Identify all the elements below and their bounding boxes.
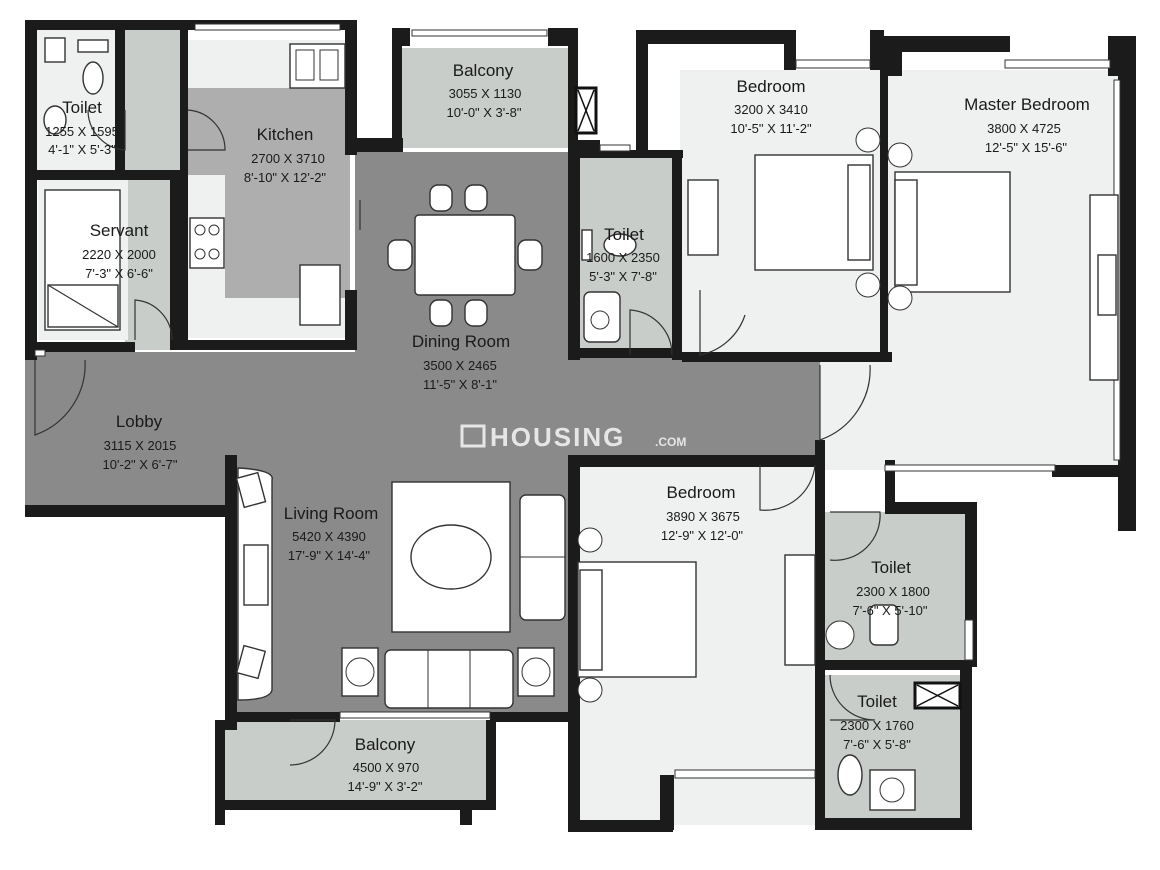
room-name: Kitchen	[257, 125, 314, 144]
room-balcony-top: Balcony 3055 X 1130 10'-0" X 3'-8"	[447, 61, 522, 120]
room-name: Toilet	[604, 225, 644, 244]
room-bedroom-top: Bedroom 3200 X 3410 10'-5" X 11'-2"	[730, 77, 812, 136]
floor-fills	[25, 30, 1120, 825]
room-size-mm: 3115 X 2015	[104, 438, 177, 453]
room-size-mm: 3800 X 4725	[987, 121, 1061, 136]
room-lobby: Lobby 3115 X 2015 10'-2" X 6'-7"	[103, 412, 178, 472]
watermark-text: HOUSING	[490, 422, 625, 452]
room-toilet-right-1: Toilet 2300 X 1800 7'-6" X 5'-10"	[853, 558, 930, 618]
room-name: Dining Room	[412, 332, 510, 351]
room-size-mm: 5420 X 4390	[292, 529, 366, 544]
room-size-ft: 11'-5" X 8'-1"	[423, 377, 497, 392]
room-name: Balcony	[355, 735, 416, 754]
room-name: Bedroom	[737, 77, 806, 96]
room-size-mm: 2300 X 1800	[856, 584, 930, 599]
room-name: Toilet	[857, 692, 897, 711]
room-master-bedroom: Master Bedroom 3800 X 4725 12'-5" X 15'-…	[964, 95, 1090, 155]
room-size-ft: 4'-1" X 5'-3"	[48, 142, 116, 157]
room-size-mm: 2300 X 1760	[840, 718, 914, 733]
room-size-mm: 4500 X 970	[353, 760, 420, 775]
furniture	[43, 37, 1119, 811]
room-size-ft: 12'-5" X 15'-6"	[985, 140, 1068, 155]
room-balcony-bottom: Balcony 4500 X 970 14'-9" X 3'-2"	[348, 735, 423, 794]
watermark-suffix: .COM	[655, 435, 686, 449]
room-name: Living Room	[284, 504, 379, 523]
room-size-mm: 3890 X 3675	[666, 509, 740, 524]
room-name: Lobby	[116, 412, 163, 431]
room-name: Toilet	[871, 558, 911, 577]
room-name: Servant	[90, 221, 149, 240]
watermark: HOUSING .COM	[460, 422, 686, 452]
room-size-ft: 12'-9" X 12'-0"	[661, 528, 744, 543]
room-name: Balcony	[453, 61, 514, 80]
room-size-ft: 8'-10" X 12'-2"	[244, 170, 327, 185]
room-bedroom-lower: Bedroom 3890 X 3675 12'-9" X 12'-0"	[661, 483, 744, 543]
room-size-ft: 10'-5" X 11'-2"	[730, 121, 812, 136]
room-labels: Toilet 1255 X 1595 4'-1" X 5'-3" Kitchen…	[45, 61, 1090, 794]
room-living: Living Room 5420 X 4390 17'-9" X 14'-4"	[284, 504, 379, 563]
room-size-mm: 1255 X 1595	[45, 124, 119, 139]
room-size-ft: 17'-9" X 14'-4"	[288, 548, 371, 563]
room-size-ft: 10'-2" X 6'-7"	[103, 457, 178, 472]
doors	[34, 109, 881, 766]
room-size-ft: 5'-3" X 7'-8"	[589, 269, 657, 284]
room-servant: Servant 2220 X 2000 7'-3" X 6'-6"	[82, 221, 156, 281]
room-size-mm: 3055 X 1130	[449, 86, 522, 101]
room-size-mm: 3500 X 2465	[423, 358, 497, 373]
room-name: Toilet	[62, 98, 102, 117]
room-size-mm: 2700 X 3710	[251, 151, 325, 166]
room-name: Bedroom	[667, 483, 736, 502]
room-size-mm: 2220 X 2000	[82, 247, 156, 262]
room-kitchen: Kitchen 2700 X 3710 8'-10" X 12'-2"	[244, 125, 327, 185]
room-size-ft: 14'-9" X 3'-2"	[348, 779, 423, 794]
walls	[25, 20, 1136, 832]
room-name: Master Bedroom	[964, 95, 1090, 114]
room-size-mm: 1600 X 2350	[586, 250, 660, 265]
room-dining: Dining Room 3500 X 2465 11'-5" X 8'-1"	[412, 332, 510, 392]
room-toilet-servant: Toilet 1255 X 1595 4'-1" X 5'-3"	[45, 98, 119, 157]
room-size-mm: 3200 X 3410	[734, 102, 808, 117]
room-size-ft: 7'-6" X 5'-10"	[853, 603, 928, 618]
room-toilet-dining: Toilet 1600 X 2350 5'-3" X 7'-8"	[586, 225, 660, 284]
room-toilet-right-2: Toilet 2300 X 1760 7'-6" X 5'-8"	[840, 692, 914, 752]
room-size-ft: 7'-3" X 6'-6"	[85, 266, 153, 281]
room-size-ft: 10'-0" X 3'-8"	[447, 105, 522, 120]
room-size-ft: 7'-6" X 5'-8"	[843, 737, 911, 752]
